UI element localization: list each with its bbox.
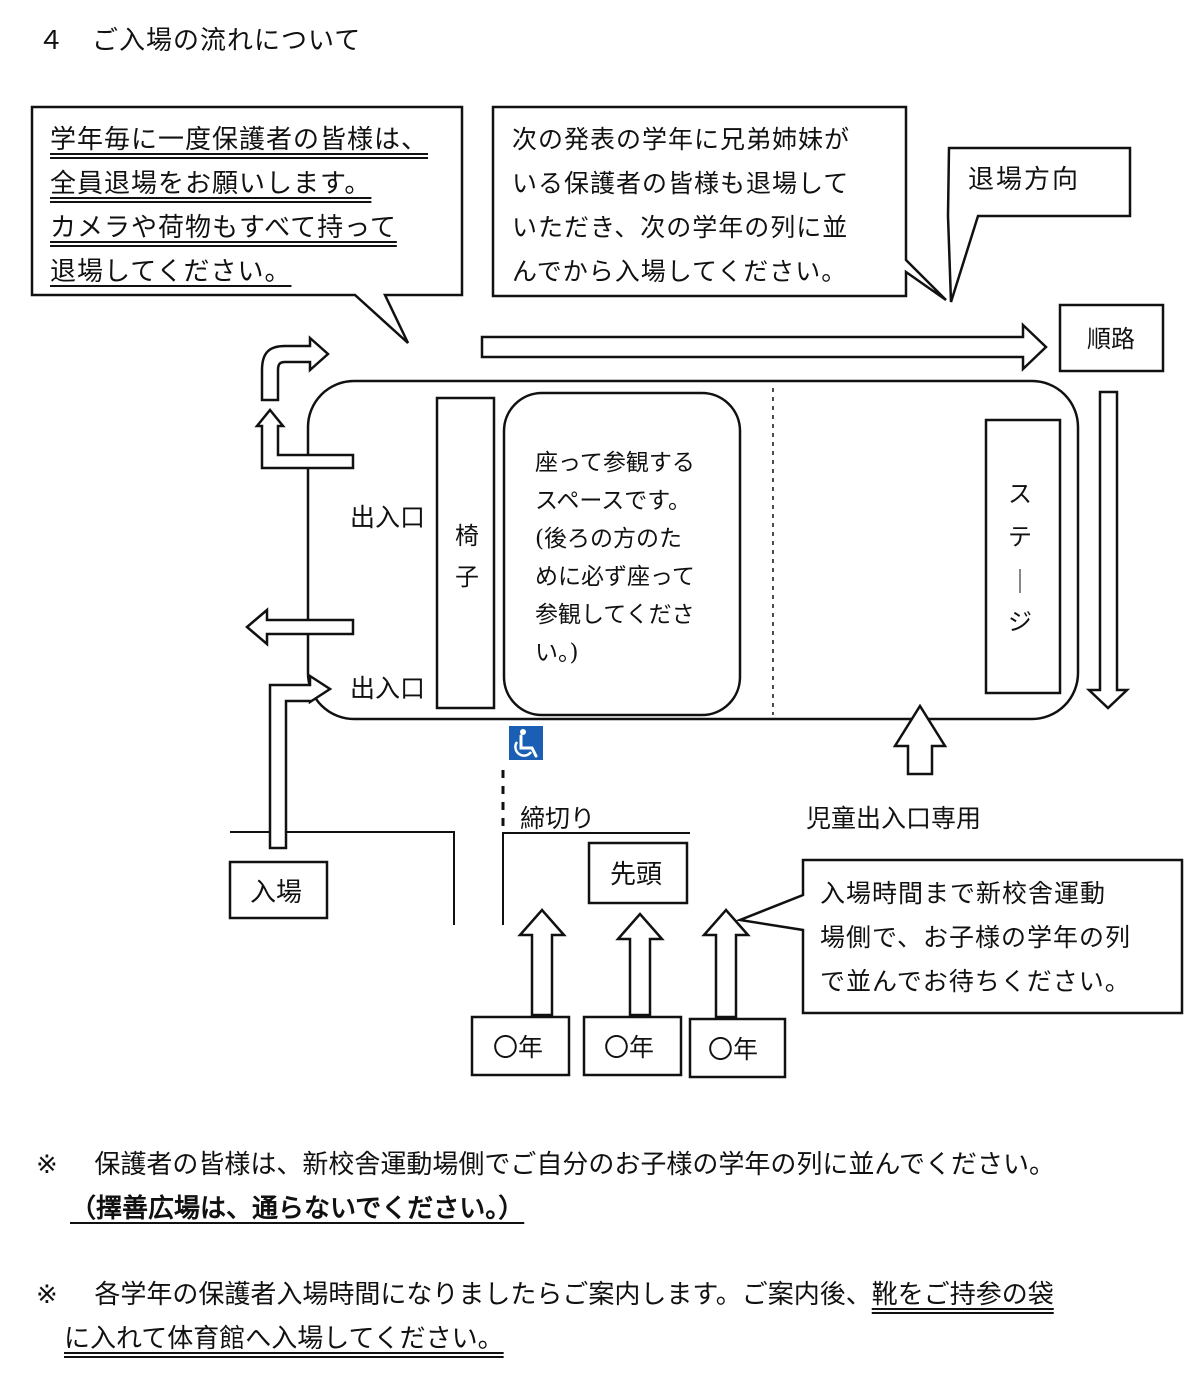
seating-line-2: スペースです。 [535,488,691,514]
grade-box-1 [470,1015,571,1077]
callout-siblings-box [491,105,947,302]
callout-exit-all-line-2: 全員退場をお願いします。 [50,169,372,199]
grade-arrow-1 [517,908,567,1017]
grade-label-1: 〇年 [493,1033,543,1062]
seating-line-1: 座って参観する [535,450,695,476]
stage-char-3: ｜ [1008,568,1032,596]
callout-siblings-text: 次の発表の学年に兄弟姉妹が いる保護者の皆様も退場して いただき、次の学年の列に… [512,118,850,294]
callout-exit-direction-box [946,146,1132,303]
callout-exit-all-text: 学年毎に一度保護者の皆様は、 全員退場をお願いします。 カメラや荷物もすべて持っ… [50,118,428,294]
grade-box-3 [688,1017,787,1079]
exit-arrow-left [245,607,355,647]
grade-label-2: 〇年 [604,1033,654,1062]
exit-direction-label: 退場方向 [968,165,1080,195]
stage-area [984,418,1062,695]
callout-siblings-line-1: 次の発表の学年に兄弟姉妹が [512,125,851,154]
note-2-text-a: 各学年の保護者入場時間になりましたらご案内します。ご案内後、 [94,1280,872,1310]
grade-box-2 [582,1015,683,1077]
front-label-box [587,841,689,905]
note-2: ※ 各学年の保護者入場時間になりましたらご案内します。ご案内後、靴をご持参の袋 [36,1273,1054,1317]
front-label: 先頭 [610,860,662,890]
seating-line-4: めに必ず座って [535,564,695,590]
seating-line-5: 参観してくださ [535,602,695,628]
route-label-box [1058,303,1165,373]
grade-arrow-3 [701,908,751,1019]
seating-area [502,391,742,717]
stage-char-4: ジ [1008,608,1032,636]
exit-arrow-up-left [254,408,355,470]
entrance-top-label: 出入口 [350,503,425,532]
entrance-bottom-label: 出入口 [350,674,425,703]
grade-arrow-2 [615,912,665,1017]
entrance-arrow-path [268,673,333,850]
chairs-label-2: 子 [455,563,479,591]
note-1-sub: （擇善広場は、通らないでください。） [70,1194,525,1224]
enter-label-box [228,860,329,920]
queue-line-left [230,831,455,925]
chairs-label-1: 椅 [455,522,479,550]
callout-exit-all-line-1: 学年毎に一度保護者の皆様は、 [50,125,429,155]
page-title: ４ ご入場の流れについて [38,26,362,56]
enter-label: 入場 [250,878,302,908]
route-arrow-down [1085,390,1131,710]
stage-char-2: テ [1008,523,1032,551]
note-1-text: 保護者の皆様は、新校舎運動場側でご自分のお子様の学年の列に並んでください。 [94,1150,1056,1180]
note-2-mark: ※ [36,1280,58,1310]
children-entrance-arrow-up [892,703,948,776]
callout-siblings-line-2: いる保護者の皆様も退場して [512,169,850,198]
note-1-mark: ※ [36,1150,58,1180]
grade-label-3: 〇年 [708,1035,758,1064]
cutoff-label: 締切り [520,804,595,833]
callout-wait-line-1: 入場時間まで新校舎運動 [820,879,1107,908]
children-entrance-label: 児童出入口専用 [806,804,981,833]
queue-line-right [502,832,690,925]
callout-wait-box [735,858,1184,1015]
chairs-area [435,396,496,710]
callout-exit-all-line-3: カメラや荷物もすべて持って [50,213,397,243]
callout-exit-all-box [30,105,464,344]
seating-line-6: い。) [535,640,578,666]
note-1: ※ 保護者の皆様は、新校舎運動場側でご自分のお子様の学年の列に並んでください。 [36,1143,1055,1187]
route-arrow-right [480,322,1048,372]
callout-siblings-line-4: んでから入場してください。 [512,257,848,286]
note-2-text-b: 靴をご持参の袋 [871,1280,1054,1310]
route-label: 順路 [1087,325,1135,353]
callout-wait-line-3: で並んでお待ちください。 [820,967,1131,996]
callout-wait-line-2: 場側で、お子様の学年の列 [820,923,1132,952]
callout-wait-text: 入場時間まで新校舎運動 場側で、お子様の学年の列 で並んでお待ちください。 [820,872,1131,1004]
exit-arrow-turn-right [260,335,330,402]
wheelchair-icon [509,726,543,760]
note-2-text-c: に入れて体育館へ入場してください。 [64,1324,504,1354]
callout-exit-all-line-4: 退場してください。 [50,257,292,287]
seating-line-3: (後ろの方のた [535,526,682,552]
stage-char-1: ス [1008,480,1032,508]
callout-siblings-line-3: いただき、次の学年の列に並 [512,213,849,242]
entrance-flow-diagram: 順路 退場方向 出入口 出入口 締切り 児童出入口専用 入場 先頭 〇年 〇年 … [30,105,1184,1079]
